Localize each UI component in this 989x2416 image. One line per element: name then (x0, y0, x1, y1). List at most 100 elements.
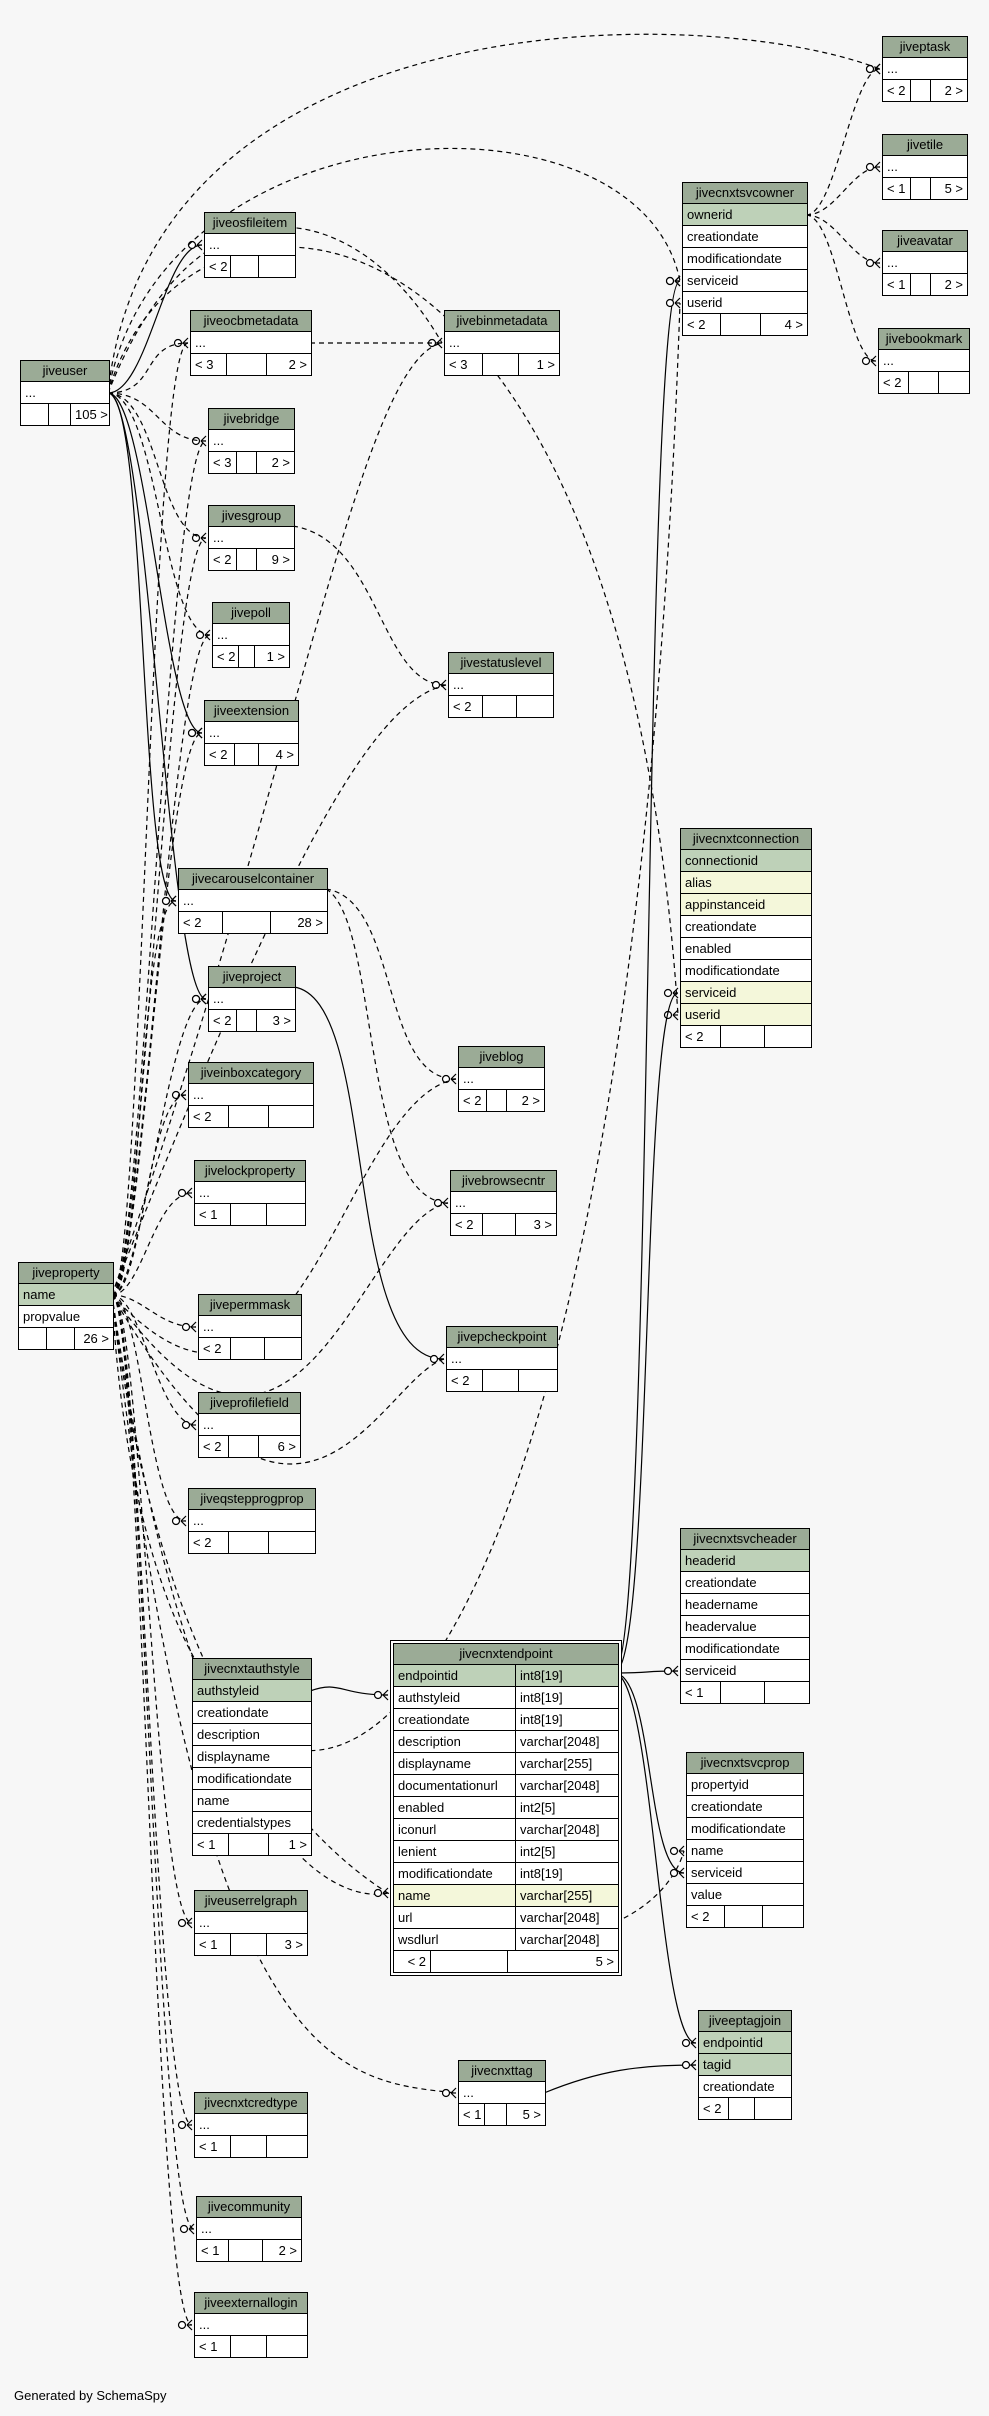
nav-parents-link[interactable]: < 2 (449, 696, 483, 717)
table-name[interactable]: jivepermmask (199, 1295, 301, 1316)
nav-parents-link[interactable] (21, 404, 49, 425)
table-jivelockproperty[interactable]: jivelockproperty...< 1 (194, 1160, 306, 1226)
nav-children-link[interactable] (267, 2136, 307, 2157)
nav-children-link[interactable] (939, 372, 969, 393)
nav-parents-link[interactable]: < 2 (447, 1370, 483, 1391)
nav-parents-link[interactable]: < 2 (394, 1951, 431, 1972)
nav-children-link[interactable]: 3 > (533, 1217, 552, 1232)
nav-parents-link[interactable]: < 2 (699, 2098, 729, 2119)
nav-children-link[interactable] (517, 696, 553, 717)
table-name[interactable]: jivelockproperty (195, 1161, 305, 1182)
table-name[interactable]: jivecarouselcontainer (179, 869, 327, 890)
table-name[interactable]: jiveavatar (883, 231, 967, 252)
table-name[interactable]: jiveeptagjoin (699, 2011, 791, 2032)
nav-parents-link[interactable]: < 2 (681, 1026, 721, 1047)
nav-parents-link[interactable]: < 1 (197, 2240, 229, 2261)
nav-children-link[interactable]: 2 > (271, 455, 290, 470)
nav-parents-link[interactable]: < 3 (445, 354, 483, 375)
nav-parents-link[interactable]: < 1 (459, 2104, 485, 2125)
nav-parents-link[interactable]: < 2 (205, 744, 235, 765)
table-name[interactable]: jivebookmark (879, 329, 969, 350)
table-name[interactable]: jiveprofilefield (199, 1393, 300, 1414)
nav-parents-link[interactable]: < 1 (193, 1834, 229, 1855)
table-name[interactable]: jivecnxtsvcowner (683, 183, 807, 204)
table-jiveqstepprogprop[interactable]: jiveqstepprogprop...< 2 (188, 1488, 316, 1554)
nav-parents-link[interactable]: < 2 (205, 256, 231, 277)
table-name[interactable]: jivetile (883, 135, 967, 156)
nav-children-link[interactable]: 2 > (521, 1093, 540, 1108)
nav-children-link[interactable] (259, 256, 295, 277)
table-jivepcheckpoint[interactable]: jivepcheckpoint...< 2 (446, 1326, 558, 1392)
nav-children-link[interactable] (269, 1106, 313, 1127)
nav-parents-link[interactable]: < 2 (883, 80, 911, 101)
nav-parents-link[interactable]: < 2 (189, 1532, 229, 1553)
nav-parents-link[interactable]: < 2 (199, 1436, 229, 1457)
table-name[interactable]: jiveproject (209, 967, 295, 988)
table-name[interactable]: jivebrowsecntr (451, 1171, 556, 1192)
table-jiveinboxcategory[interactable]: jiveinboxcategory...< 2 (188, 1062, 314, 1128)
nav-children-link[interactable] (265, 1338, 301, 1359)
nav-children-link[interactable]: 3 > (284, 1937, 303, 1952)
table-name[interactable]: jiveqstepprogprop (189, 1489, 315, 1510)
table-name[interactable]: jivebinmetadata (445, 311, 559, 332)
nav-children-link[interactable]: 9 > (271, 552, 290, 567)
table-jiveosfileitem[interactable]: jiveosfileitem...< 2 (204, 212, 296, 278)
table-name[interactable]: jivecnxtconnection (681, 829, 811, 850)
nav-children-link[interactable]: 4 > (275, 747, 294, 762)
table-name[interactable]: jiveexternallogin (195, 2293, 307, 2314)
nav-parents-link[interactable]: < 2 (213, 646, 239, 667)
nav-parents-link[interactable]: < 1 (195, 2336, 231, 2357)
table-name[interactable]: jiveocbmetadata (191, 311, 311, 332)
nav-children-link[interactable]: 1 > (266, 649, 285, 664)
table-name[interactable]: jiveuser (21, 361, 109, 382)
nav-children-link[interactable]: 2 > (944, 83, 963, 98)
nav-parents-link[interactable]: < 2 (683, 314, 721, 335)
nav-parents-link[interactable]: < 3 (191, 354, 227, 375)
nav-parents-link[interactable]: < 2 (451, 1214, 483, 1235)
nav-children-link[interactable] (765, 1026, 811, 1047)
table-name[interactable]: jiveextension (205, 701, 298, 722)
table-name[interactable]: jiveosfileitem (205, 213, 295, 234)
table-name[interactable]: jivepoll (213, 603, 289, 624)
table-jiveexternallogin[interactable]: jiveexternallogin...< 1 (194, 2292, 308, 2358)
table-name[interactable]: jivecommunity (197, 2197, 301, 2218)
nav-parents-link[interactable]: < 2 (209, 1010, 237, 1031)
table-name[interactable]: jivepcheckpoint (447, 1327, 557, 1348)
table-name[interactable]: jiveuserrelgraph (195, 1891, 307, 1912)
table-name[interactable]: jivestatuslevel (449, 653, 553, 674)
table-name[interactable]: jiveblog (459, 1047, 544, 1068)
table-jivebookmark[interactable]: jivebookmark...< 2 (878, 328, 970, 394)
nav-parents-link[interactable]: < 2 (879, 372, 909, 393)
nav-children-link[interactable] (763, 1906, 803, 1927)
nav-children-link[interactable] (755, 2098, 791, 2119)
nav-parents-link[interactable]: < 2 (687, 1906, 725, 1927)
nav-parents-link[interactable]: < 2 (199, 1338, 231, 1359)
table-name[interactable]: jiveproperty (19, 1263, 113, 1284)
nav-parents-link[interactable]: < 2 (209, 549, 237, 570)
nav-children-link[interactable]: 3 > (272, 1013, 291, 1028)
table-name[interactable]: jivecnxtcredtype (195, 2093, 307, 2114)
nav-parents-link[interactable] (19, 1328, 47, 1349)
nav-children-link[interactable]: 26 > (83, 1331, 109, 1346)
nav-children-link[interactable]: 5 > (944, 181, 963, 196)
nav-children-link[interactable]: 2 > (944, 277, 963, 292)
nav-children-link[interactable]: 5 > (522, 2107, 541, 2122)
nav-children-link[interactable] (519, 1370, 557, 1391)
table-jivepermmask[interactable]: jivepermmask...< 2 (198, 1294, 302, 1360)
